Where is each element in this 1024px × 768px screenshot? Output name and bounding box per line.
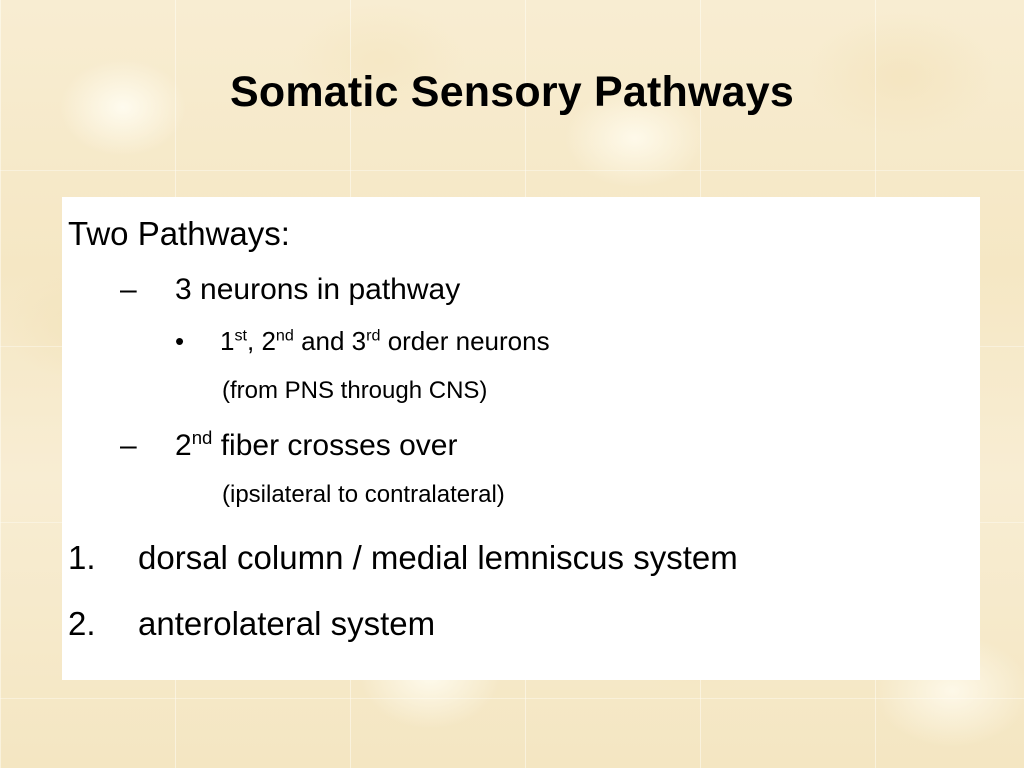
second-fiber-prefix: 2: [175, 429, 192, 462]
order-neurons-mid-first: , 2: [247, 326, 276, 356]
list-item-label: 3 neurons in pathway: [175, 273, 461, 306]
note-label: (from PNS through CNS): [222, 377, 488, 404]
list-item-neurons-in-pathway: – 3 neurons in pathway: [120, 275, 460, 305]
numbered-item-dorsal-column: 1. dorsal column / medial lemniscus syste…: [68, 541, 738, 574]
list-number: 1.: [68, 539, 96, 576]
order-neurons-sup-first: st: [234, 326, 247, 345]
note-ipsilateral-to-contralateral: (ipsilateral to contralateral): [222, 483, 505, 507]
order-neurons-sup-third: rd: [366, 326, 381, 345]
list-item-order-neurons: • 1st, 2nd and 3rd order neurons: [175, 326, 550, 356]
content-panel: Two Pathways: – 3 neurons in pathway • 1st…: [62, 197, 980, 680]
numbered-item-label: dorsal column / medial lemniscus system: [138, 539, 738, 576]
order-neurons-suffix: order neurons: [380, 326, 550, 356]
second-fiber-suffix: fiber crosses over: [212, 429, 458, 462]
order-neurons-prefix: 1: [220, 326, 235, 356]
list-number: 2.: [68, 605, 96, 642]
dash-bullet-icon: –: [120, 429, 137, 462]
note-from-pns-through-cns: (from PNS through CNS): [222, 379, 487, 403]
list-item-second-fiber-crosses-over: – 2nd fiber crosses over: [120, 428, 458, 462]
note-label: (ipsilateral to contralateral): [222, 481, 505, 508]
second-fiber-sup: nd: [191, 427, 213, 448]
order-neurons-sup-second: nd: [275, 326, 294, 345]
numbered-item-label: anterolateral system: [138, 605, 436, 642]
order-neurons-mid-second: and 3: [293, 326, 367, 356]
round-bullet-icon: •: [175, 326, 185, 356]
page-title: Somatic Sensory Pathways: [229, 68, 795, 116]
outline-heading-text: Two Pathways:: [68, 215, 290, 252]
outline-heading: Two Pathways:: [68, 217, 290, 250]
numbered-item-anterolateral: 2. anterolateral system: [68, 607, 435, 640]
dash-bullet-icon: –: [120, 273, 137, 306]
